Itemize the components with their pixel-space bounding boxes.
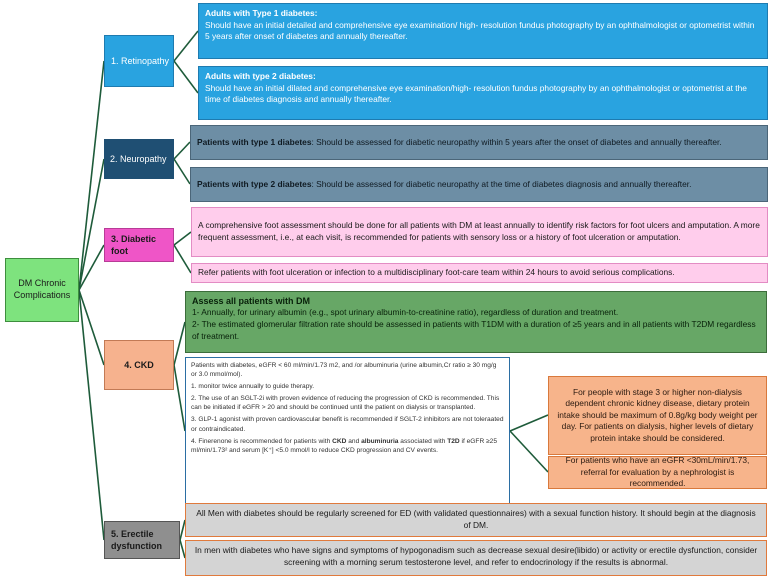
neuropathy-type1-heading: Patients with type 1 diabetes [197,136,312,147]
category-label: 3. Diabetic foot [111,233,157,256]
ckd-assess-item1: 1- Annually, for urinary albumin (e.g., … [192,307,619,318]
retinopathy-type1-box: Adults with Type 1 diabetes: Should have… [198,3,768,59]
ckd-protein-box: For people with stage 3 or higher non-di… [548,376,767,455]
category-label: 5. Erectile dysfunction [111,528,162,551]
ckd-detail-intro: Patients with diabetes, eGFR < 60 ml/min… [191,362,497,379]
category-retinopathy: 1. Retinopathy [104,35,174,87]
category-label: 4. CKD [124,359,154,370]
retinopathy-type2-text: Should have an initial dilated and compr… [205,82,747,105]
p4-assoc: associated with [398,437,448,445]
neuropathy-type1-text: : Should be assessed for diabetic neurop… [311,136,722,147]
ckd-nephrologist-text: For patients who have an eGFR <30mL/min/… [565,455,750,489]
foot-assessment-box: A comprehensive foot assessment should b… [191,207,768,257]
neuropathy-type1-box: Patients with type 1 diabetes: Should be… [190,125,768,160]
p4-albuminuria: albuminuria [361,437,399,445]
ckd-detail-p3: 3. GLP-1 agonist with proven cardiovascu… [191,416,504,433]
root-node: DM Chronic Complications [5,258,79,322]
ckd-protein-text: For people with stage 3 or higher non-di… [557,386,758,443]
category-diabetic-foot: 3. Diabetic foot [104,228,174,262]
category-ckd: 4. CKD [104,340,174,390]
foot-assessment-text: A comprehensive foot assessment should b… [198,220,760,242]
ckd-detail-p2: 2. The use of an SGLT-2i with proven evi… [191,395,500,412]
p4-t2d: T2D [447,437,460,445]
ckd-assess-item2: 2- The estimated glomerular filtration r… [192,319,756,341]
neuropathy-type2-heading: Patients with type 2 diabetes [197,178,312,189]
category-label: 2. Neuropathy [110,153,167,164]
root-label: DM Chronic Complications [13,278,71,300]
ed-screening-text: All Men with diabetes should be regularl… [196,508,756,530]
category-erectile-dysfunction: 5. Erectile dysfunction [104,521,180,559]
p4-ckd: CKD [332,437,347,445]
ckd-detail-box: Patients with diabetes, eGFR < 60 ml/min… [185,357,510,505]
retinopathy-type1-heading: Adults with Type 1 diabetes: [205,8,318,18]
p4-and: and [346,437,362,445]
ed-hypogonadism-box: In men with diabetes who have signs and … [185,540,767,576]
neuropathy-type2-box: Patients with type 2 diabetes: Should be… [190,167,768,202]
ckd-detail-p1: 1. monitor twice annually to guide thera… [191,383,315,391]
ckd-detail-p4: 4. Finerenone is recommended for patient… [191,437,504,456]
ckd-assess-box: Assess all patients with DM 1- Annually,… [185,291,767,353]
retinopathy-type2-box: Adults with type 2 diabetes: Should have… [198,66,768,120]
category-neuropathy: 2. Neuropathy [104,139,174,179]
neuropathy-type2-text: : Should be assessed for diabetic neurop… [311,178,692,189]
p4-post: if eGFR ≥25 ml/min/1.73² and serum [K⁺] … [191,437,498,454]
category-label: 1. Retinopathy [111,55,170,66]
ckd-assess-title: Assess all patients with DM [192,296,311,306]
foot-referral-box: Refer patients with foot ulceration or i… [191,263,768,283]
ed-hypogonadism-text: In men with diabetes who have signs and … [194,545,758,567]
p4-pre: 4. Finerenone is recommended for patient… [191,437,333,445]
ckd-nephrologist-box: For patients who have an eGFR <30mL/min/… [548,455,767,489]
retinopathy-type2-heading: Adults with type 2 diabetes: [205,71,316,81]
ed-screening-box: All Men with diabetes should be regularl… [185,503,767,537]
retinopathy-type1-text: Should have an initial detailed and comp… [205,19,755,42]
foot-referral-text: Refer patients with foot ulceration or i… [198,267,675,278]
